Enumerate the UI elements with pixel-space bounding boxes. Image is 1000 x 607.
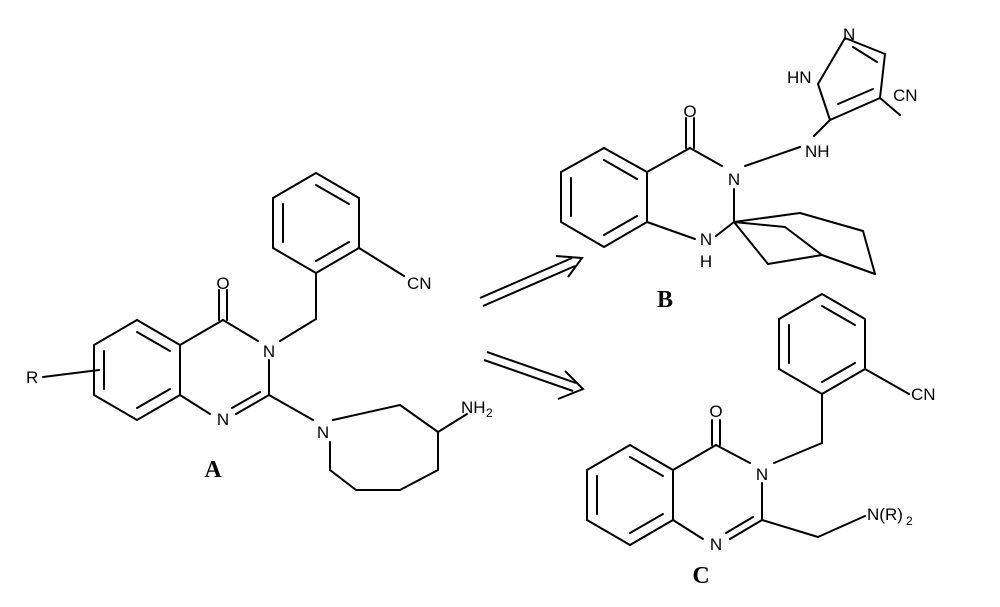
pyrazole-hn-label: HN <box>787 68 812 87</box>
carbonyl-oxygen-label: O <box>216 274 229 293</box>
c-n3-label: N <box>756 465 768 484</box>
arrow-to-b <box>479 255 584 307</box>
dialkylamine-label: N(R) <box>867 505 903 524</box>
n1-label: N <box>217 410 229 429</box>
n3-label: N <box>263 342 275 361</box>
compound-a-structure <box>42 172 468 491</box>
b-n1-hydrogen-label: H <box>700 252 712 271</box>
amine-label: NH <box>461 398 486 417</box>
c-carbonyl-oxygen-label: O <box>709 402 722 421</box>
compound-c-label: C <box>692 563 709 589</box>
dialkylamine-subscript: 2 <box>906 514 913 528</box>
b-cyano-label: CN <box>893 86 918 105</box>
compound-b-structure <box>560 37 901 275</box>
r-substituent-label: R <box>26 368 38 387</box>
b-carbonyl-oxygen-label: O <box>683 102 696 121</box>
b-n3-label: N <box>728 170 740 189</box>
c-cyano-label: CN <box>911 385 936 404</box>
compound-b-label: B <box>657 287 673 313</box>
b-n1-label: N <box>700 230 712 249</box>
compound-a-label: A <box>204 457 222 483</box>
amine-subscript: 2 <box>486 406 493 420</box>
arrow-to-c <box>483 351 585 400</box>
b-nh-linker-label: NH <box>805 142 830 161</box>
piperidine-n-label: N <box>317 423 329 442</box>
pyrazole-n-label: N <box>843 25 855 44</box>
compound-c-structure <box>586 293 910 546</box>
c-n1-label: N <box>710 535 722 554</box>
cyano-label: CN <box>407 274 432 293</box>
